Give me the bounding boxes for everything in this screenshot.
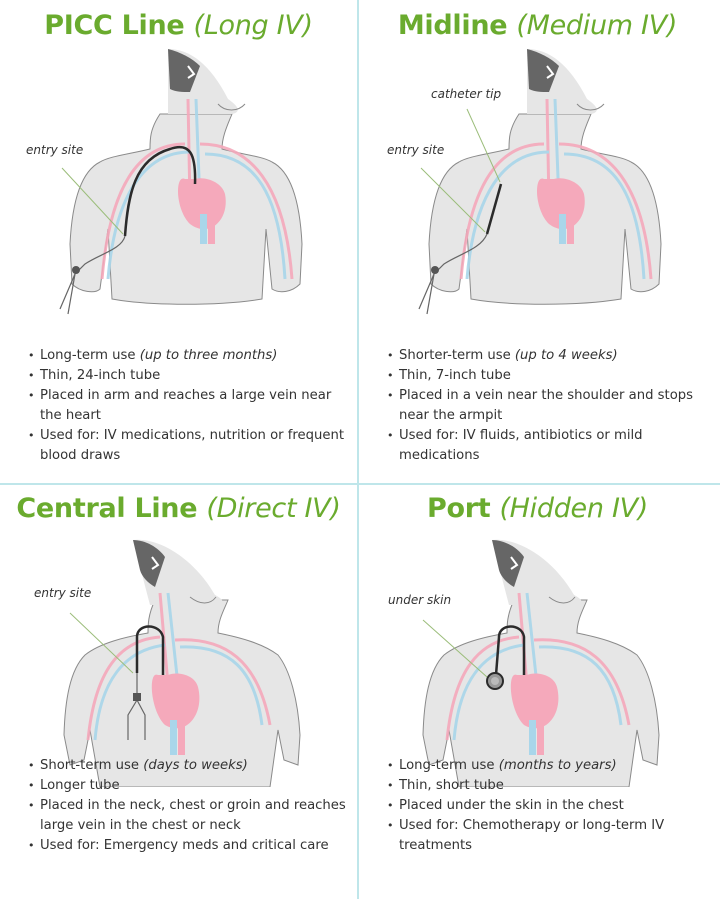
bullet-item: Placed in a vein near the shoulder and s…	[387, 386, 707, 426]
panel-title: Midline (Medium IV)	[359, 10, 716, 41]
panel-title: PICC Line (Long IV)	[0, 10, 357, 41]
vertical-divider	[357, 0, 359, 899]
external-tubing	[418, 233, 488, 315]
bullet-item: Used for: Emergency meds and critical ca…	[28, 836, 348, 856]
bullet-item: Thin, 24-inch tube	[28, 366, 348, 386]
central-line-body-illustration	[63, 539, 301, 787]
bullet-item: Placed in arm and reaches a large vein n…	[28, 386, 348, 426]
blood-vessels	[445, 592, 631, 741]
picc-bullet-list: Long-term use (up to three months) Thin,…	[28, 346, 348, 466]
catheter-tip-label: catheter tip	[431, 87, 502, 101]
external-tubing	[59, 235, 126, 315]
picc-body-illustration	[59, 49, 303, 315]
under-skin-label: under skin	[388, 593, 452, 607]
catheter-line	[494, 625, 526, 676]
bullet-item: Used for: IV fluids, antibiotics or mild…	[387, 426, 707, 466]
midline-body-illustration	[418, 49, 662, 315]
bullet-item: Shorter-term use (up to 4 weeks)	[387, 346, 707, 366]
bullet-item: Short-term use (days to weeks)	[28, 756, 348, 776]
catheter-line	[485, 183, 503, 235]
central-line-bullet-list: Short-term use (days to weeks) Longer tu…	[28, 756, 348, 856]
heart	[151, 673, 200, 755]
pointer-line	[61, 167, 124, 235]
title-subtitle: (Hidden IV)	[499, 493, 649, 524]
heart	[178, 178, 226, 244]
panel-title: Port (Hidden IV)	[359, 493, 716, 524]
catheter-line	[123, 145, 197, 237]
panel-port: Port (Hidden IV)	[359, 485, 716, 899]
title-main: Central Line	[16, 493, 198, 524]
bullet-item: Thin, short tube	[387, 776, 707, 796]
title-main: PICC Line	[44, 10, 185, 41]
bullet-item: Long-term use (months to years)	[387, 756, 707, 776]
bullet-item: Used for: Chemotherapy or long-term IV t…	[387, 816, 707, 856]
title-subtitle: (Long IV)	[193, 10, 314, 41]
blood-vessels	[86, 592, 272, 741]
bullet-item: Used for: IV medications, nutrition or f…	[28, 426, 348, 466]
midline-bullet-list: Shorter-term use (up to 4 weeks) Thin, 7…	[387, 346, 707, 466]
catheter-line	[135, 625, 165, 675]
port-device-icon	[486, 672, 504, 690]
panel-central-line: Central Line (Direct IV)	[0, 485, 357, 899]
horizontal-divider	[0, 483, 720, 485]
title-subtitle: (Medium IV)	[516, 10, 678, 41]
entry-site-label: entry site	[26, 143, 84, 157]
heart	[537, 178, 585, 244]
panel-title: Central Line (Direct IV)	[0, 493, 357, 524]
pointer-line	[422, 619, 488, 678]
external-tubing	[127, 673, 146, 740]
title-subtitle: (Direct IV)	[206, 493, 341, 524]
pointer-line	[69, 612, 134, 674]
panel-midline: Midline (Medium IV)	[359, 0, 716, 483]
bullet-item: Placed in the neck, chest or groin and r…	[28, 796, 348, 836]
title-main: Midline	[397, 10, 508, 41]
panel-picc-line: PICC Line (Long IV)	[0, 0, 357, 483]
port-body-illustration	[422, 539, 660, 787]
pointer-line-tip	[466, 108, 501, 183]
entry-site-label: entry site	[387, 143, 445, 157]
bullet-item: Thin, 7-inch tube	[387, 366, 707, 386]
pointer-line-entry	[420, 167, 486, 233]
bullet-item: Longer tube	[28, 776, 348, 796]
torso-silhouette	[69, 49, 303, 305]
port-bullet-list: Long-term use (months to years) Thin, sh…	[387, 756, 707, 856]
title-main: Port	[426, 493, 491, 524]
bullet-item: Long-term use (up to three months)	[28, 346, 348, 366]
heart	[510, 673, 559, 755]
entry-site-label: entry site	[34, 586, 92, 600]
bullet-item: Placed under the skin in the chest	[387, 796, 707, 816]
